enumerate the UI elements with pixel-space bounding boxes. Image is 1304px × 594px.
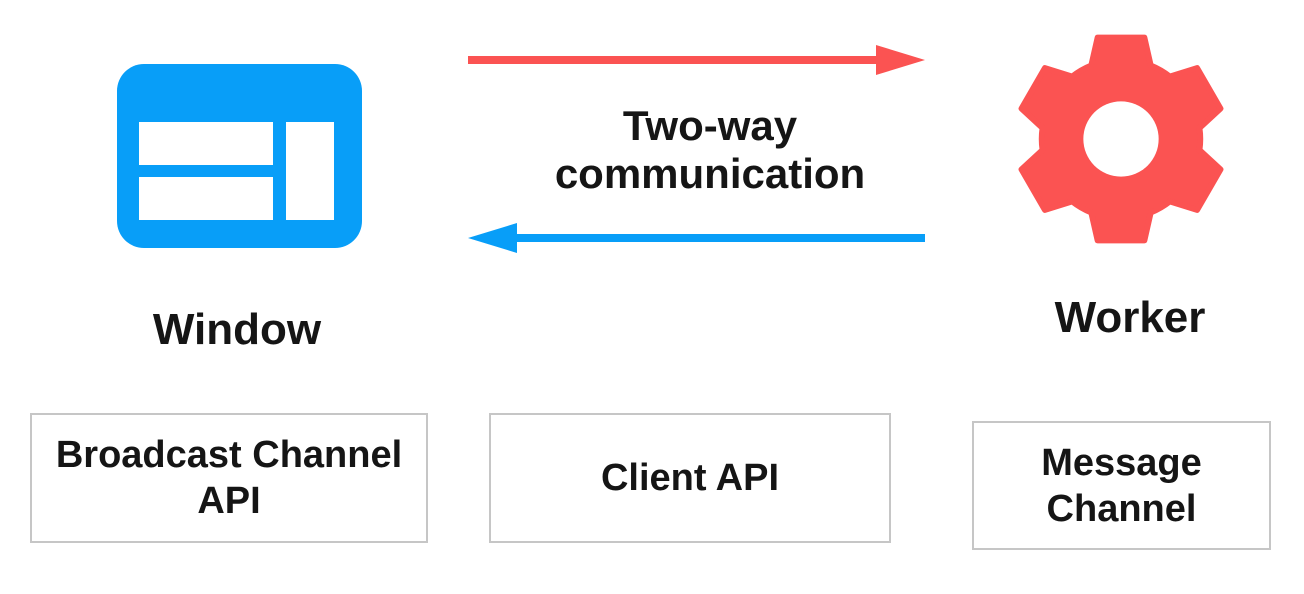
arrow-right-head-icon [876,45,925,75]
browser-window-icon [117,64,362,248]
arrow-worker-to-window [468,223,925,253]
arrow-window-to-worker [468,45,925,75]
message-channel-box: Message Channel [972,421,1271,550]
window-pane-bottom [139,177,273,220]
broadcast-channel-api-box: Broadcast Channel API [30,413,428,543]
arrow-left-head-icon [468,223,517,253]
window-label: Window [152,305,322,354]
window-pane-right [286,122,334,220]
client-api-box: Client API [489,413,891,543]
two-way-communication-caption: Two-way communication [554,102,866,197]
worker-label: Worker [1054,293,1206,342]
arrow-left-shaft [513,234,925,242]
window-pane-top [139,122,273,165]
gear-icon [1018,34,1224,244]
arrow-right-shaft [468,56,880,64]
